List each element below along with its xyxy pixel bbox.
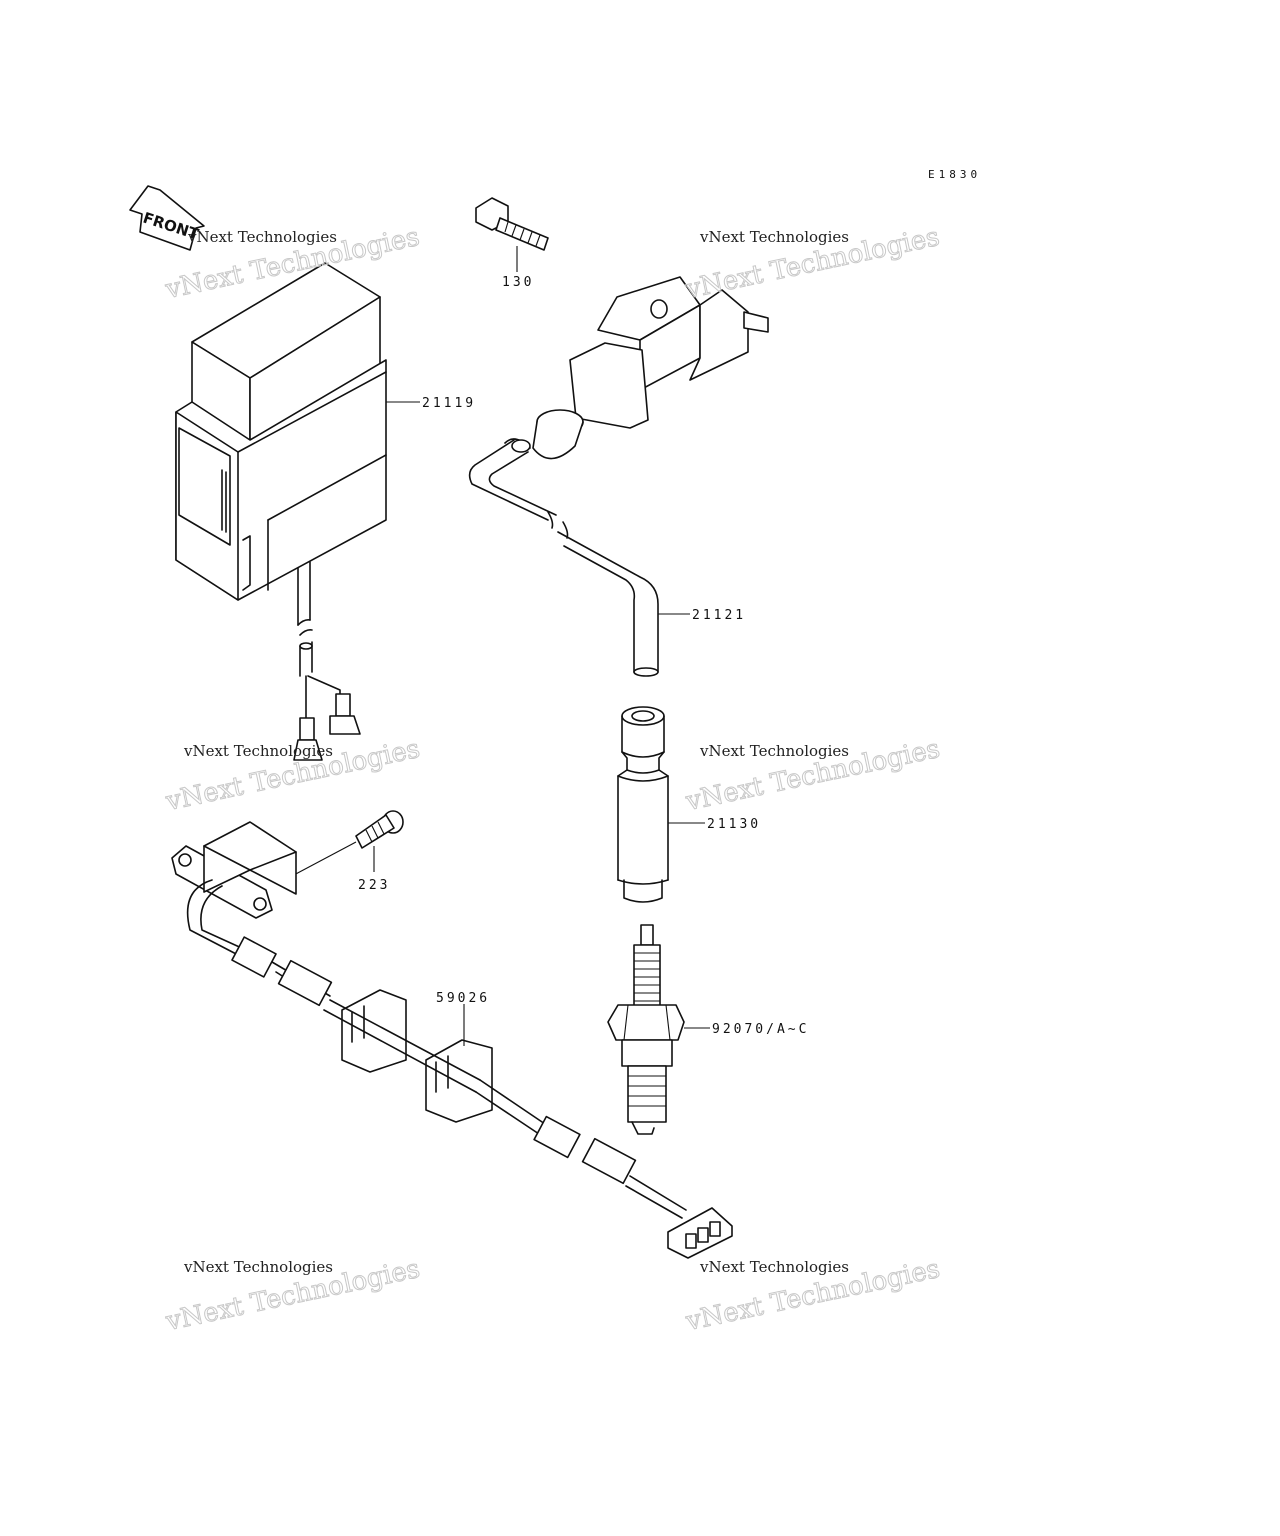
pickup-coil-harness [171,821,733,1259]
watermark-text-2: vNext Technologies [699,228,849,246]
label-130: 130 [502,275,534,290]
screw-223 [291,810,404,877]
watermark-text-4: vNext Technologies [699,742,849,760]
label-92070: 92070/A~C [712,1022,809,1037]
label-59026: 59026 [436,991,490,1006]
watermark-text-3: vNext Technologies [183,742,333,760]
label-21121: 21121 [692,608,746,623]
label-21119: 21119 [422,396,476,411]
label-223: 223 [358,878,390,893]
watermark-text-5: vNext Technologies [183,1258,333,1276]
ignition-coil [468,276,769,677]
spark-plug [607,924,685,1135]
diagram-code: E1830 [928,168,981,181]
watermark-text-6: vNext Technologies [699,1258,849,1276]
watermark-text-1: vNext Technologies [187,228,337,246]
cdi-unit [175,262,387,761]
label-21130: 21130 [707,817,761,832]
plug-cap [617,706,669,903]
bolt-130 [475,197,549,272]
